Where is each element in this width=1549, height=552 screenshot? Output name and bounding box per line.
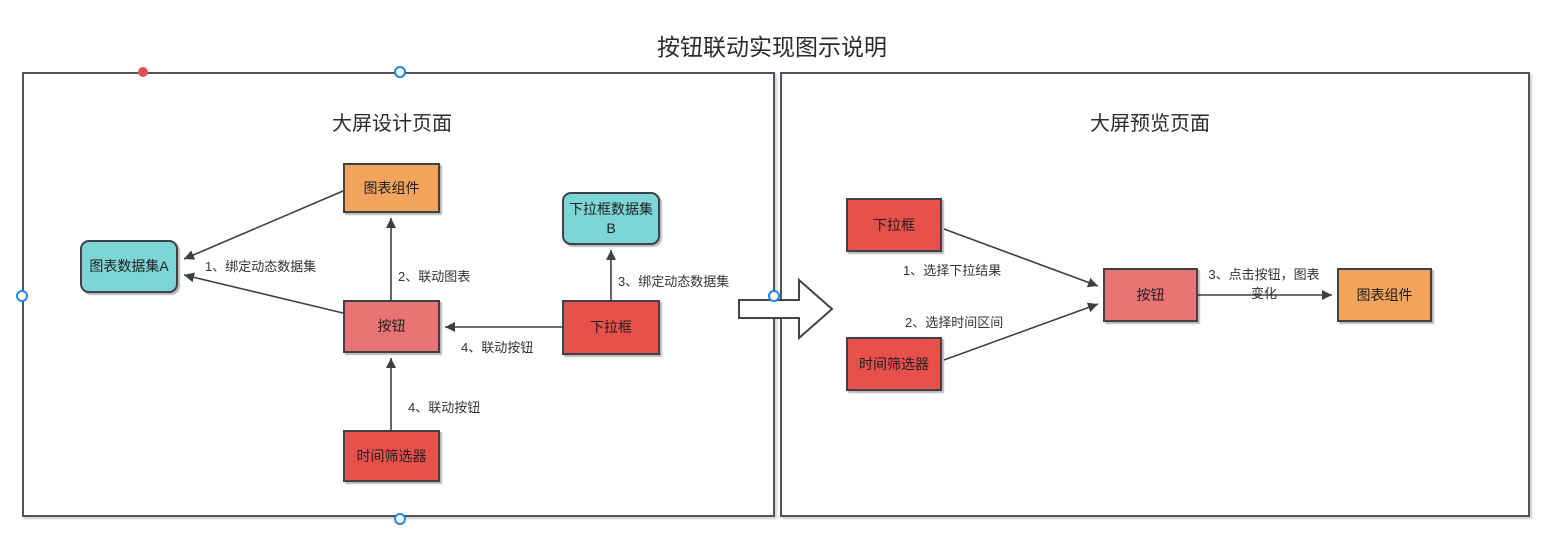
edge-chart-component-to-dataset-a[interactable]	[183, 190, 344, 260]
node-time-filter-design[interactable]: 时间筛选器	[343, 430, 440, 482]
node-button-preview[interactable]: 按钮	[1103, 268, 1198, 322]
node-dropdown-design[interactable]: 下拉框	[562, 300, 660, 355]
edge-label-link-button-time-filter[interactable]: 4、联动按钮	[408, 400, 481, 415]
edge-preview-dropdown-to-button[interactable]	[943, 228, 1099, 288]
edge-label-click-button-chart-change[interactable]: 3、点击按钮，图表变化	[1208, 267, 1320, 301]
node-button-design[interactable]: 按钮	[343, 300, 440, 353]
selection-handle-right[interactable]	[768, 290, 780, 302]
node-chart-component-preview[interactable]: 图表组件	[1337, 268, 1432, 322]
edge-label-bind-dataset-a[interactable]: 1、绑定动态数据集	[205, 259, 317, 274]
endpoint-marker-red[interactable]	[138, 67, 148, 77]
design-panel-title: 大屏设计页面	[332, 113, 452, 135]
panel-transition-arrow[interactable]	[738, 277, 834, 341]
preview-panel-title: 大屏预览页面	[1090, 113, 1210, 135]
edge-button-to-dataset-a[interactable]	[183, 272, 344, 314]
selection-handle-bottom[interactable]	[394, 513, 406, 525]
node-time-filter-preview[interactable]: 时间筛选器	[846, 337, 942, 391]
selection-handle-top[interactable]	[394, 66, 406, 78]
node-chart-dataset-a[interactable]: 图表数据集A	[80, 240, 178, 293]
edge-label-bind-dataset-b[interactable]: 3、绑定动态数据集	[618, 274, 730, 289]
edge-preview-time-filter-to-button[interactable]	[943, 302, 1099, 361]
edge-label-select-time-range[interactable]: 2、选择时间区间	[905, 315, 1004, 330]
node-chart-component-design[interactable]: 图表组件	[343, 163, 440, 213]
edge-label-select-dropdown-result[interactable]: 1、选择下拉结果	[903, 263, 1002, 278]
edge-label-link-chart[interactable]: 2、联动图表	[398, 269, 471, 284]
edge-label-link-button-dropdown[interactable]: 4、联动按钮	[461, 340, 534, 355]
node-dropdown-preview[interactable]: 下拉框	[846, 198, 942, 252]
selection-handle-left[interactable]	[16, 290, 28, 302]
page-title: 按钮联动实现图示说明	[657, 34, 887, 60]
node-dropdown-dataset-b[interactable]: 下拉框数据集B	[562, 192, 660, 245]
